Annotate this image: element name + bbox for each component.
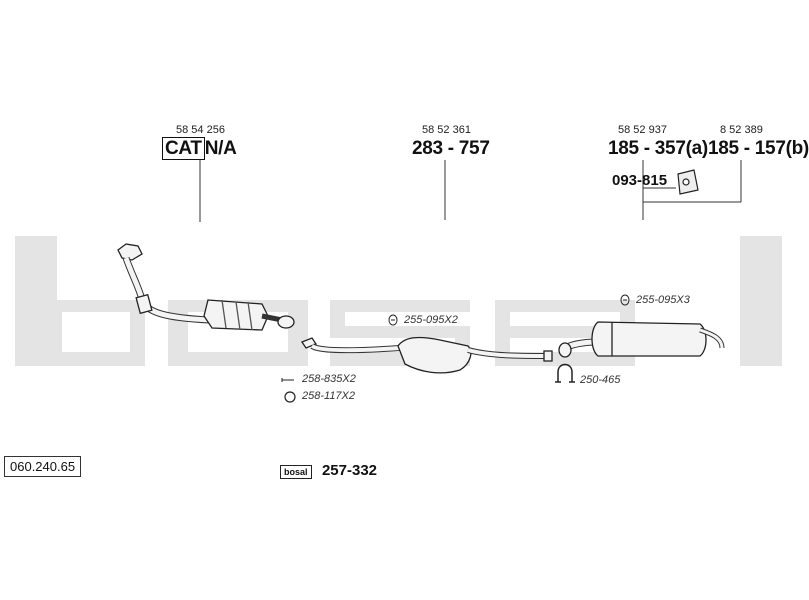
front-pipe-catalyst [117, 243, 295, 331]
rear-b-ref: 8 52 389 [720, 124, 763, 136]
clamp-middle-label: 255-095X2 [404, 314, 458, 326]
mounting-kit[interactable]: bosal 257-332 [280, 462, 377, 480]
u-clamp-icon [555, 363, 575, 383]
mounting-kit-part-number: 257-332 [321, 462, 378, 479]
hanger-bracket [677, 169, 699, 195]
u-clamp-label: 250-465 [580, 374, 621, 386]
clamp-icon-middle [388, 314, 398, 326]
bosal-logo-badge: bosal [280, 465, 312, 479]
cat-badge: CAT [162, 137, 205, 160]
middle-part-number[interactable]: 283 - 757 [412, 138, 490, 159]
middle-ref: 58 52 361 [422, 124, 471, 136]
bolt-label: 258-835X2 [302, 373, 356, 385]
hanger-part-number[interactable]: 093-815 [612, 172, 668, 189]
clamp-icon-rear [620, 294, 630, 306]
rear-ref: 58 52 937 [618, 124, 667, 136]
catalog-number: 060.240.65 [4, 456, 82, 477]
rear-b-part-number[interactable]: 185 - 157(b) [708, 138, 809, 159]
rear-silencer [558, 321, 725, 358]
rear-part-number[interactable]: 185 - 357(a) [608, 138, 708, 159]
ring-icon [284, 391, 296, 403]
cat-ref: 58 54 256 [176, 124, 225, 136]
leader-lines [199, 160, 742, 222]
clamp-rear-label: 255-095X3 [636, 294, 690, 306]
ring-label: 258-117X2 [302, 390, 356, 402]
bolt-icon [281, 378, 294, 382]
cat-value: N/A [204, 138, 237, 159]
middle-silencer [301, 336, 553, 374]
